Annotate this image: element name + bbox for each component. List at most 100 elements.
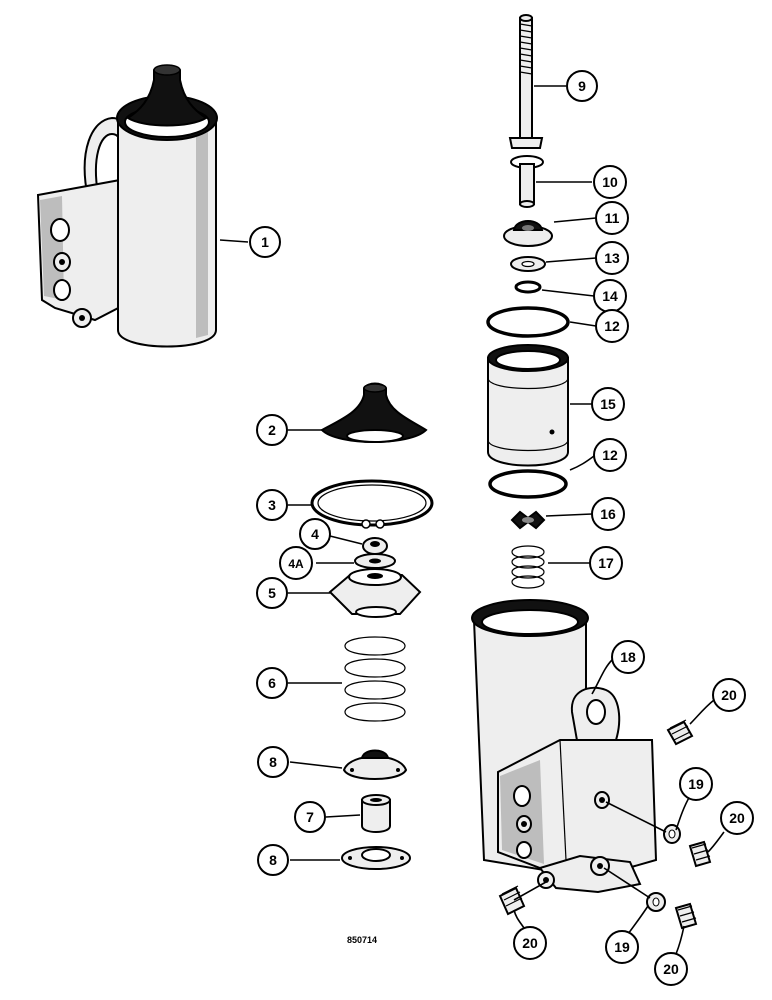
callout-4: 4 bbox=[299, 518, 331, 550]
part-6-coil-spring bbox=[344, 636, 406, 722]
leader-11 bbox=[553, 217, 597, 223]
callout-4-label: 4 bbox=[311, 526, 319, 542]
callout-20-upper-right-label: 20 bbox=[721, 687, 737, 703]
leader-14 bbox=[541, 289, 595, 297]
callout-10-label: 10 bbox=[602, 174, 618, 190]
callout-20-bottom-label: 20 bbox=[663, 961, 679, 977]
leader-7 bbox=[325, 814, 361, 818]
figure-number: 850714 bbox=[347, 935, 377, 945]
callout-18-label: 18 bbox=[620, 649, 636, 665]
callout-12-upper: 12 bbox=[595, 309, 629, 343]
callout-8-lower: 8 bbox=[257, 844, 289, 876]
callout-16: 16 bbox=[591, 497, 625, 531]
callout-19-bottom: 19 bbox=[605, 930, 639, 964]
part-3-snap-ring bbox=[310, 479, 434, 529]
callout-19-right-label: 19 bbox=[688, 776, 704, 792]
callout-13-label: 13 bbox=[604, 250, 620, 266]
callout-20-right: 20 bbox=[720, 801, 754, 835]
callout-6: 6 bbox=[256, 667, 288, 699]
leader-20-lower-left-shaft bbox=[513, 881, 547, 901]
callout-3-label: 3 bbox=[268, 497, 276, 513]
leader-13 bbox=[545, 257, 597, 263]
callout-8-upper-label: 8 bbox=[269, 754, 277, 770]
callout-2-label: 2 bbox=[268, 422, 276, 438]
part-7-bushing bbox=[361, 794, 391, 833]
leader-lines bbox=[219, 85, 725, 955]
leader-19-right bbox=[675, 795, 691, 831]
leader-16 bbox=[545, 513, 593, 517]
callout-12-lower: 12 bbox=[593, 438, 627, 472]
part-4-nut bbox=[362, 537, 388, 555]
leader-19-bottom bbox=[627, 905, 649, 935]
part-13-washer bbox=[510, 256, 546, 272]
callout-18: 18 bbox=[611, 640, 645, 674]
callout-1-label: 1 bbox=[261, 234, 269, 250]
part-20-plug-bottom bbox=[674, 902, 698, 930]
callout-8-upper: 8 bbox=[257, 746, 289, 778]
leader-20-bottom bbox=[675, 925, 685, 955]
leader-18 bbox=[591, 659, 613, 695]
part-5-piston bbox=[328, 568, 422, 618]
callout-20-right-label: 20 bbox=[729, 810, 745, 826]
callout-20-bottom: 20 bbox=[654, 952, 688, 986]
leader-19-right-shaft bbox=[605, 801, 667, 833]
callout-2: 2 bbox=[256, 414, 288, 446]
leader-20-lower-left bbox=[513, 909, 525, 929]
leader-4 bbox=[329, 535, 363, 545]
part-14-small-o-ring bbox=[514, 280, 542, 294]
callout-7: 7 bbox=[294, 801, 326, 833]
leader-12-upper bbox=[569, 321, 597, 327]
part-20-plug-lower-left bbox=[498, 885, 526, 916]
part-16-valve bbox=[510, 510, 546, 530]
leader-20-upper-right bbox=[689, 699, 715, 725]
part-20-plug-right bbox=[688, 840, 712, 868]
part-12-upper-o-ring bbox=[486, 306, 570, 338]
callout-17: 17 bbox=[589, 546, 623, 580]
callout-19-bottom-label: 19 bbox=[614, 939, 630, 955]
callout-5-label: 5 bbox=[268, 585, 276, 601]
callout-20-lower-left: 20 bbox=[513, 926, 547, 960]
part-4a-washer bbox=[354, 553, 396, 569]
callout-14: 14 bbox=[593, 279, 627, 313]
part-12-lower-o-ring bbox=[488, 469, 568, 499]
callout-1: 1 bbox=[249, 226, 281, 258]
part-18-valve-body bbox=[471, 599, 658, 894]
callout-13: 13 bbox=[595, 241, 629, 275]
part-10-pin bbox=[510, 155, 544, 208]
part-17-small-spring bbox=[511, 545, 545, 589]
callout-3: 3 bbox=[256, 489, 288, 521]
callout-12-upper-label: 12 bbox=[604, 318, 620, 334]
callout-9: 9 bbox=[566, 70, 598, 102]
leader-8-upper bbox=[289, 761, 343, 769]
callout-16-label: 16 bbox=[600, 506, 616, 522]
callout-20-lower-left-label: 20 bbox=[522, 935, 538, 951]
callout-20-upper-right: 20 bbox=[712, 678, 746, 712]
part-1-cylinder-housing bbox=[36, 64, 218, 348]
callout-15: 15 bbox=[591, 387, 625, 421]
callout-15-label: 15 bbox=[600, 396, 616, 412]
callout-19-right: 19 bbox=[679, 767, 713, 801]
callout-7-label: 7 bbox=[306, 809, 314, 825]
part-19-seal-bottom bbox=[646, 892, 666, 912]
callout-5: 5 bbox=[256, 577, 288, 609]
part-2-dust-boot bbox=[320, 382, 428, 443]
callout-11-label: 11 bbox=[605, 210, 620, 226]
callout-8-lower-label: 8 bbox=[269, 852, 277, 868]
part-9-threaded-rod bbox=[508, 14, 544, 149]
callout-14-label: 14 bbox=[602, 288, 618, 304]
leader-20-right bbox=[707, 831, 725, 853]
callout-9-label: 9 bbox=[578, 78, 586, 94]
part-8-upper-retainer bbox=[342, 749, 408, 780]
callout-17-label: 17 bbox=[598, 555, 614, 571]
leader-1 bbox=[219, 239, 249, 243]
callout-4a: 4A bbox=[279, 546, 313, 580]
part-20-plug-upper-right bbox=[666, 719, 694, 746]
callout-10: 10 bbox=[593, 165, 627, 199]
part-11-seal bbox=[503, 220, 553, 247]
part-15-sleeve bbox=[487, 344, 569, 467]
callout-6-label: 6 bbox=[268, 675, 276, 691]
callout-12-lower-label: 12 bbox=[602, 447, 618, 463]
leader-19-bottom-shaft bbox=[603, 867, 651, 899]
part-8-lower-retainer bbox=[341, 846, 411, 870]
